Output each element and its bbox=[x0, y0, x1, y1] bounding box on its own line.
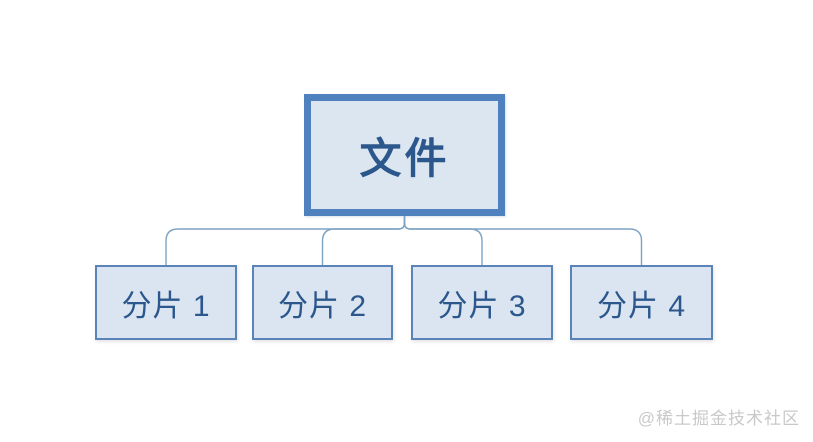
slice-1-label: 分片 1 bbox=[121, 289, 211, 323]
file-node-label: 文件 bbox=[359, 134, 450, 182]
slice-3-node: 分片 3 bbox=[411, 265, 553, 340]
file-node: 文件 bbox=[304, 94, 505, 216]
slice-2-label: 分片 2 bbox=[277, 289, 368, 323]
slice-4-node: 分片 4 bbox=[570, 265, 713, 340]
slice-1-node: 分片 1 bbox=[95, 265, 237, 340]
slice-3-label: 分片 3 bbox=[437, 289, 527, 323]
connector-file-to-slice-2 bbox=[321, 215, 406, 266]
connector-file-to-slice-3 bbox=[403, 215, 483, 266]
slice-2-node: 分片 2 bbox=[252, 265, 393, 340]
slice-4-label: 分片 4 bbox=[596, 289, 687, 323]
connector-file-to-slice-4 bbox=[403, 215, 643, 266]
connector-file-to-slice-1 bbox=[165, 215, 406, 266]
watermark: @稀土掘金技术社区 bbox=[637, 409, 800, 428]
